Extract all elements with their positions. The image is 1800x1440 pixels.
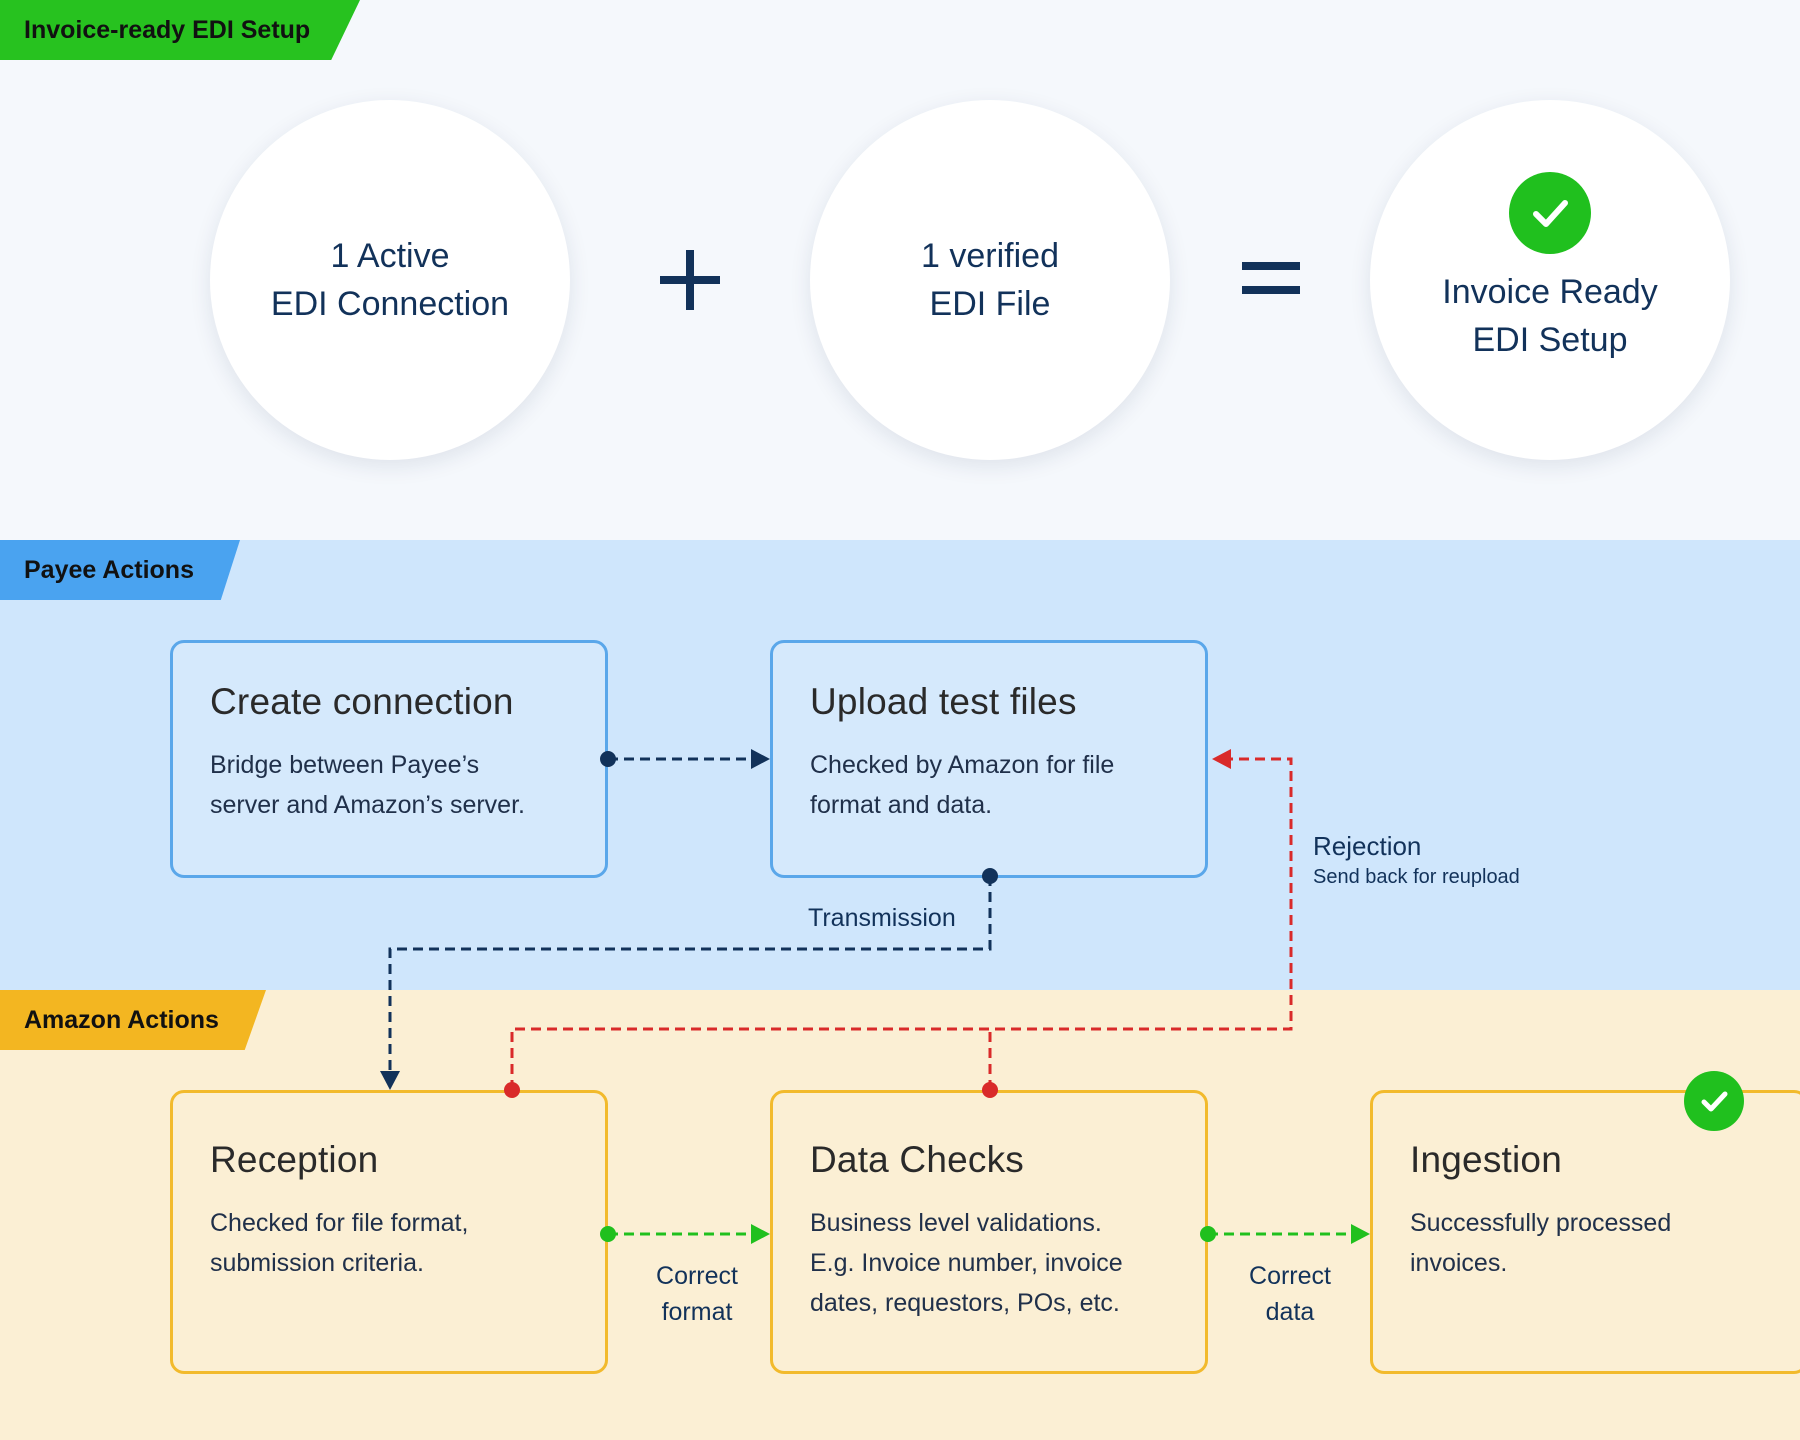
rejection-sublabel: Send back for reupload bbox=[1313, 866, 1520, 888]
correct-format-label: Correct format bbox=[627, 1258, 767, 1330]
card-description: Checked for file format, submission crit… bbox=[210, 1203, 569, 1283]
create-connection-card: Create connection Bridge between Payee’s… bbox=[170, 640, 608, 878]
card-description-line: dates, requestors, POs, etc. bbox=[810, 1289, 1120, 1317]
circle-line: 1 verified bbox=[921, 237, 1059, 275]
card-description-line: server and Amazon’s server. bbox=[210, 791, 525, 819]
card-title: Data Checks bbox=[810, 1139, 1025, 1180]
card-description: Successfully processed invoices. bbox=[1410, 1203, 1769, 1283]
card-title: Upload test files bbox=[810, 681, 1077, 722]
card-description-line: E.g. Invoice number, invoice bbox=[810, 1249, 1123, 1277]
card-description: Business level validations. E.g. Invoice… bbox=[810, 1203, 1169, 1323]
invoice-ready-circle: Invoice Ready EDI Setup bbox=[1370, 100, 1730, 460]
upload-test-files-card: Upload test files Checked by Amazon for … bbox=[770, 640, 1208, 878]
card-description-line: Business level validations. bbox=[810, 1209, 1102, 1237]
equals-icon bbox=[1242, 262, 1300, 294]
label-line: data bbox=[1265, 1298, 1315, 1326]
card-description-line: submission criteria. bbox=[210, 1249, 424, 1277]
circle-line: EDI Connection bbox=[270, 285, 510, 323]
invoice-ready-section-tag: Invoice-ready EDI Setup bbox=[0, 0, 360, 60]
card-description-line: Bridge between Payee’s bbox=[210, 751, 480, 779]
data-checks-card: Data Checks Business level validations. … bbox=[770, 1090, 1208, 1374]
verified-edi-file-circle: 1 verified EDI File bbox=[810, 100, 1170, 460]
card-title: Ingestion bbox=[1410, 1139, 1562, 1180]
label-line: Correct bbox=[1249, 1262, 1331, 1290]
transmission-label: Transmission bbox=[808, 904, 956, 932]
ingestion-card: Ingestion Successfully processed invoice… bbox=[1370, 1090, 1800, 1374]
card-description-line: invoices. bbox=[1410, 1249, 1508, 1277]
circle-line: EDI File bbox=[929, 285, 1051, 323]
card-description-line: Successfully processed bbox=[1410, 1209, 1672, 1237]
label-line: format bbox=[661, 1298, 733, 1326]
correct-data-label: Correct data bbox=[1220, 1258, 1360, 1330]
circle-line: EDI Setup bbox=[1472, 321, 1628, 359]
amazon-actions-tag: Amazon Actions bbox=[0, 990, 266, 1050]
label-line: Correct bbox=[656, 1262, 738, 1290]
check-circle-icon bbox=[1684, 1071, 1744, 1131]
card-description: Checked by Amazon for file format and da… bbox=[810, 745, 1169, 825]
active-edi-connection-circle: 1 Active EDI Connection bbox=[210, 100, 570, 460]
rejection-label: Rejection bbox=[1313, 831, 1422, 861]
card-description-line: format and data. bbox=[810, 791, 993, 819]
card-description-line: Checked for file format, bbox=[210, 1209, 469, 1237]
reception-card: Reception Checked for file format, submi… bbox=[170, 1090, 608, 1374]
card-description-line: Checked by Amazon for file bbox=[810, 751, 1115, 779]
circle-line: 1 Active bbox=[330, 237, 450, 275]
plus-icon bbox=[660, 250, 720, 310]
card-description: Bridge between Payee’s server and Amazon… bbox=[210, 745, 569, 825]
card-title: Create connection bbox=[210, 681, 514, 722]
card-title: Reception bbox=[210, 1139, 379, 1180]
check-circle-icon bbox=[1509, 172, 1591, 254]
payee-actions-tag: Payee Actions bbox=[0, 540, 240, 600]
circle-line: Invoice Ready bbox=[1442, 273, 1658, 311]
